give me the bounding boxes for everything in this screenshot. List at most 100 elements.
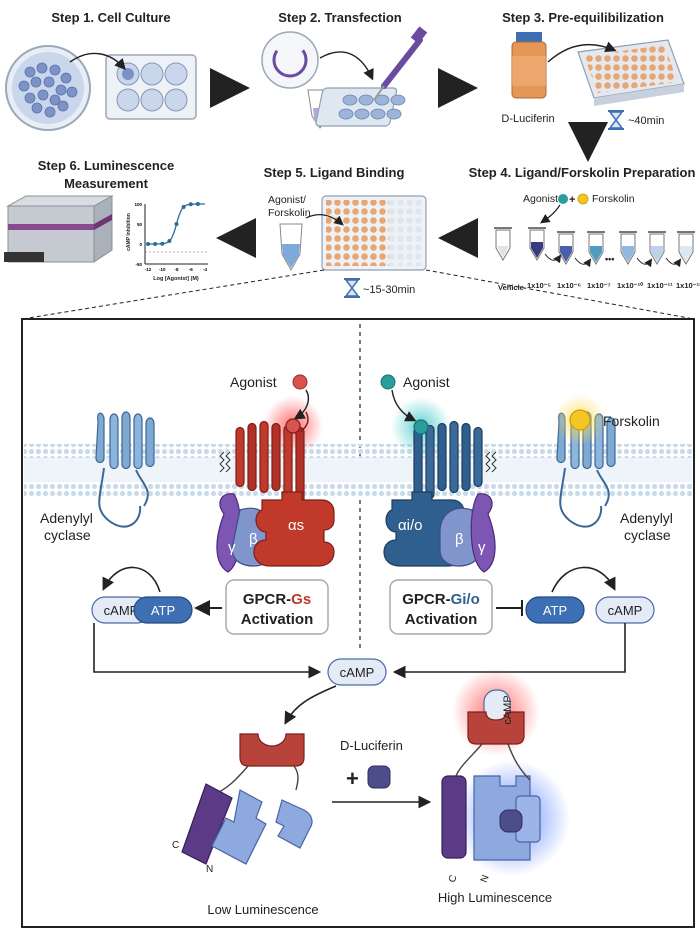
glosensor-high	[441, 689, 541, 861]
dilution-1: 1x10⁻⁵	[527, 281, 552, 290]
alpha-io-label: αi/o	[398, 517, 423, 534]
atp-right-label: ATP	[543, 603, 567, 618]
alpha-s-subunit	[253, 491, 335, 567]
dilution-5: 1x10⁻¹¹	[647, 281, 673, 290]
step6-title-line1: Step 6. Luminescence	[38, 158, 175, 173]
step6-title-line2: Measurement	[64, 176, 148, 191]
step3-title: Step 3. Pre-equilibilization	[502, 10, 664, 25]
cyclase-right-line2: cyclase	[624, 527, 671, 543]
agonist-right-arrow	[391, 389, 417, 422]
cyclase-right-line1: Adenylyl	[620, 510, 673, 526]
camp-center-label: cAMP	[340, 665, 375, 680]
dose-ytick-0: 100	[134, 202, 142, 207]
forskolin-label: Forskolin	[603, 413, 660, 429]
gi-activation-label: Activation	[405, 611, 478, 628]
gs-lipid-anchor-icon	[219, 451, 225, 473]
d-luciferin-label: D-Luciferin	[340, 738, 403, 753]
dilution-6: 1x10⁻¹²	[676, 281, 700, 290]
step5-label-line2: Forskolin	[268, 207, 311, 219]
step3-reagent: D-Luciferin	[501, 113, 554, 125]
agonist-left-icon	[292, 374, 308, 390]
gpcr-gi-receptor	[413, 419, 483, 510]
dilution-ellipsis: •••	[605, 254, 614, 264]
cyclase-left-line1: Adenylyl	[40, 510, 93, 526]
step4-addition-arrow	[540, 204, 561, 224]
camp-left-label: cAMP	[104, 603, 139, 618]
dose-ytick-1: 50	[137, 222, 143, 227]
step5-label-line1: Agonist/	[268, 194, 306, 206]
alpha-s-label: αs	[288, 517, 304, 534]
step4-agonist-label: Agonist	[523, 193, 558, 205]
dilution-vehicle: Vehicle	[498, 283, 524, 292]
gamma-label-left: γ	[228, 539, 236, 556]
gamma-subunit-right	[470, 493, 496, 573]
cyclase-left-line2: cyclase	[44, 527, 91, 543]
dose-ylabel: cAMP Inhibition	[126, 213, 132, 251]
dose-response-chart	[144, 202, 208, 265]
gi-lipid-anchor-icon	[485, 451, 491, 473]
dose-ytick-2: 0	[139, 242, 142, 247]
gi-inhibit-bar	[496, 600, 523, 616]
agonist-right-label: Agonist	[403, 374, 450, 390]
gs-lipid-anchor-icon-2	[225, 451, 231, 473]
dilution-4: 1x10⁻¹⁰	[617, 281, 644, 290]
dose-xtick-3: -6	[189, 267, 193, 272]
dilution-3: 1x10⁻⁷	[587, 281, 611, 290]
hourglass-icon-15	[344, 278, 360, 298]
well-plate-icon	[69, 52, 197, 120]
gpcr-gs-receptor	[235, 411, 309, 510]
dose-xtick-0: -12	[145, 267, 152, 272]
camp-center-pill	[327, 658, 387, 686]
step5-add-arrow	[305, 214, 344, 226]
step1-title: Step 1. Cell Culture	[51, 10, 170, 25]
n-terminus-right: N	[479, 874, 492, 885]
dose-xtick-1: -10	[159, 267, 166, 272]
high-luminescence-label: High Luminescence	[438, 890, 552, 905]
camp-right-label: cAMP	[608, 603, 643, 618]
dose-xlabel: Log [Agonist] (M)	[153, 276, 199, 282]
dilution-tubes	[493, 227, 696, 268]
zoom-line-right	[425, 269, 695, 320]
zoom-line-left	[21, 269, 325, 320]
dose-xtick-2: -8	[174, 267, 178, 272]
low-luminescence-label: Low Luminescence	[207, 902, 318, 917]
agonist-right-icon	[380, 374, 396, 390]
camp-left-flow-arrow	[93, 623, 322, 679]
step3-plate-icon	[547, 39, 685, 106]
beta-label-right: β	[455, 531, 464, 548]
dose-xtick-4: -4	[203, 267, 207, 272]
beta-label-left: β	[249, 531, 258, 548]
gs-activation-box	[225, 579, 329, 635]
camp-bound-label: cAMP	[502, 695, 514, 724]
agonist-left-arrow	[293, 389, 310, 420]
luciferin-molecule-icon	[367, 765, 391, 789]
camp-to-sensor-arrow	[284, 685, 337, 725]
gi-activation-box	[389, 579, 493, 635]
gs-activation-title: GPCR-Gs	[243, 591, 311, 608]
atp-to-camp-right-arrow	[551, 566, 616, 593]
plus-sign: +	[346, 766, 359, 791]
atp-left-pill	[133, 596, 193, 624]
step4-title: Step 4. Ligand/Forskolin Preparation	[469, 165, 696, 180]
n-terminus-left: N	[206, 864, 213, 875]
dilution-2: 1x10⁻⁶	[557, 281, 581, 290]
gs-activation-label: Activation	[241, 611, 314, 628]
transfection-icon	[261, 26, 428, 129]
forskolin-dot-icon	[577, 193, 589, 205]
step5-96well-plate	[321, 195, 427, 271]
agonist-dot-icon	[558, 194, 568, 204]
gi-lipid-anchor-icon-2	[491, 451, 497, 473]
gamma-label-right: γ	[478, 539, 486, 556]
agonist-left-label: Agonist	[230, 374, 277, 390]
step5-time: ~15-30min	[363, 284, 415, 296]
dose-ytick-3: -50	[135, 262, 142, 267]
atp-right-pill	[525, 596, 585, 624]
glosensor-low	[181, 733, 313, 865]
c-terminus-right: C	[447, 874, 460, 885]
luminometer-icon	[4, 195, 114, 263]
camp-right-flow-arrow	[392, 623, 626, 679]
forskolin-molecule-icon	[569, 409, 591, 431]
step4-plus: +	[569, 194, 575, 206]
step3-time: ~40min	[628, 115, 664, 127]
